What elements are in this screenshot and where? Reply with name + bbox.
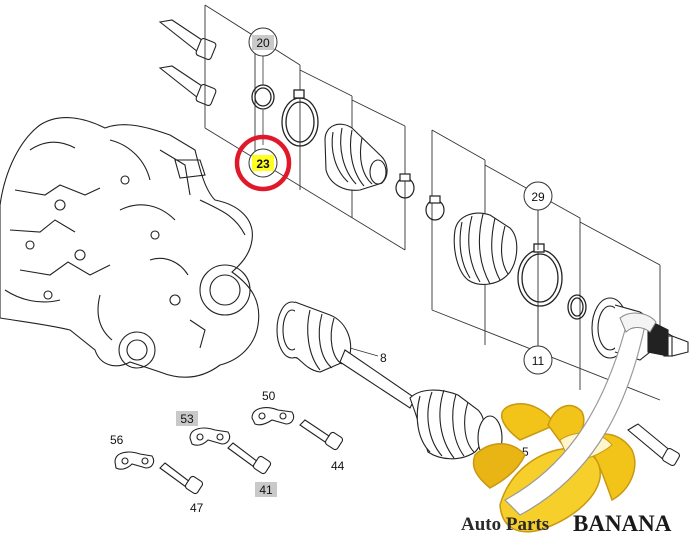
watermark-small-text: Auto Parts (461, 514, 549, 535)
drive-shaft (276, 301, 503, 461)
callout-29-label: 29 (531, 190, 545, 204)
snap-ring-right (567, 294, 587, 320)
bolt-47 (159, 462, 204, 495)
part-label-5x[interactable]: 5 (522, 445, 529, 459)
callout-23-label: 23 (256, 157, 270, 171)
cv-boot-left (324, 123, 388, 191)
part-label-56[interactable]: 56 (110, 433, 124, 447)
yellow-highlight (252, 155, 274, 171)
lock-plate-50 (251, 407, 295, 426)
red-highlight-circle (234, 134, 292, 192)
callout-29[interactable]: 29 (523, 181, 553, 211)
bolt-41 (227, 442, 272, 475)
lock-plate-53 (189, 427, 231, 446)
part-label-44[interactable]: 44 (331, 459, 345, 473)
boot-clamp-ring (281, 89, 319, 147)
small-clamp-left (395, 173, 415, 199)
callout-23[interactable]: 23 (234, 134, 292, 192)
right-side-pin (627, 423, 681, 467)
top-left-pin (158, 19, 217, 60)
callout-11-label: 11 (532, 354, 545, 368)
callout-20-label: 20 (256, 36, 270, 50)
part-label-41[interactable]: 41 (255, 482, 277, 497)
part-label-8[interactable]: 8 (380, 351, 387, 365)
boot-clamp-ring-right (517, 243, 563, 307)
snap-ring-small (251, 84, 275, 110)
banana-logo-icon (472, 312, 657, 533)
callout-20[interactable]: 20 (248, 27, 278, 57)
watermark-text: Auto Parts BANANA (461, 511, 672, 536)
bolt-44 (299, 419, 344, 451)
cv-boot-right (453, 212, 518, 285)
part-label-47[interactable]: 47 (190, 501, 204, 515)
part-label-41-text: 41 (259, 483, 273, 497)
mid-left-pin (158, 65, 217, 106)
part-label-53[interactable]: 53 (176, 411, 198, 426)
transmission-housing (0, 117, 260, 378)
part-label-53-text: 53 (180, 412, 194, 426)
lock-plate-56 (114, 451, 155, 470)
part-label-50[interactable]: 50 (262, 389, 276, 403)
watermark-big-text: BANANA (573, 511, 672, 536)
bracket-frame-left (204, 4, 406, 251)
callout-11[interactable]: 11 (523, 345, 553, 375)
leader-lines (262, 55, 539, 357)
small-clamp-right (425, 195, 445, 221)
